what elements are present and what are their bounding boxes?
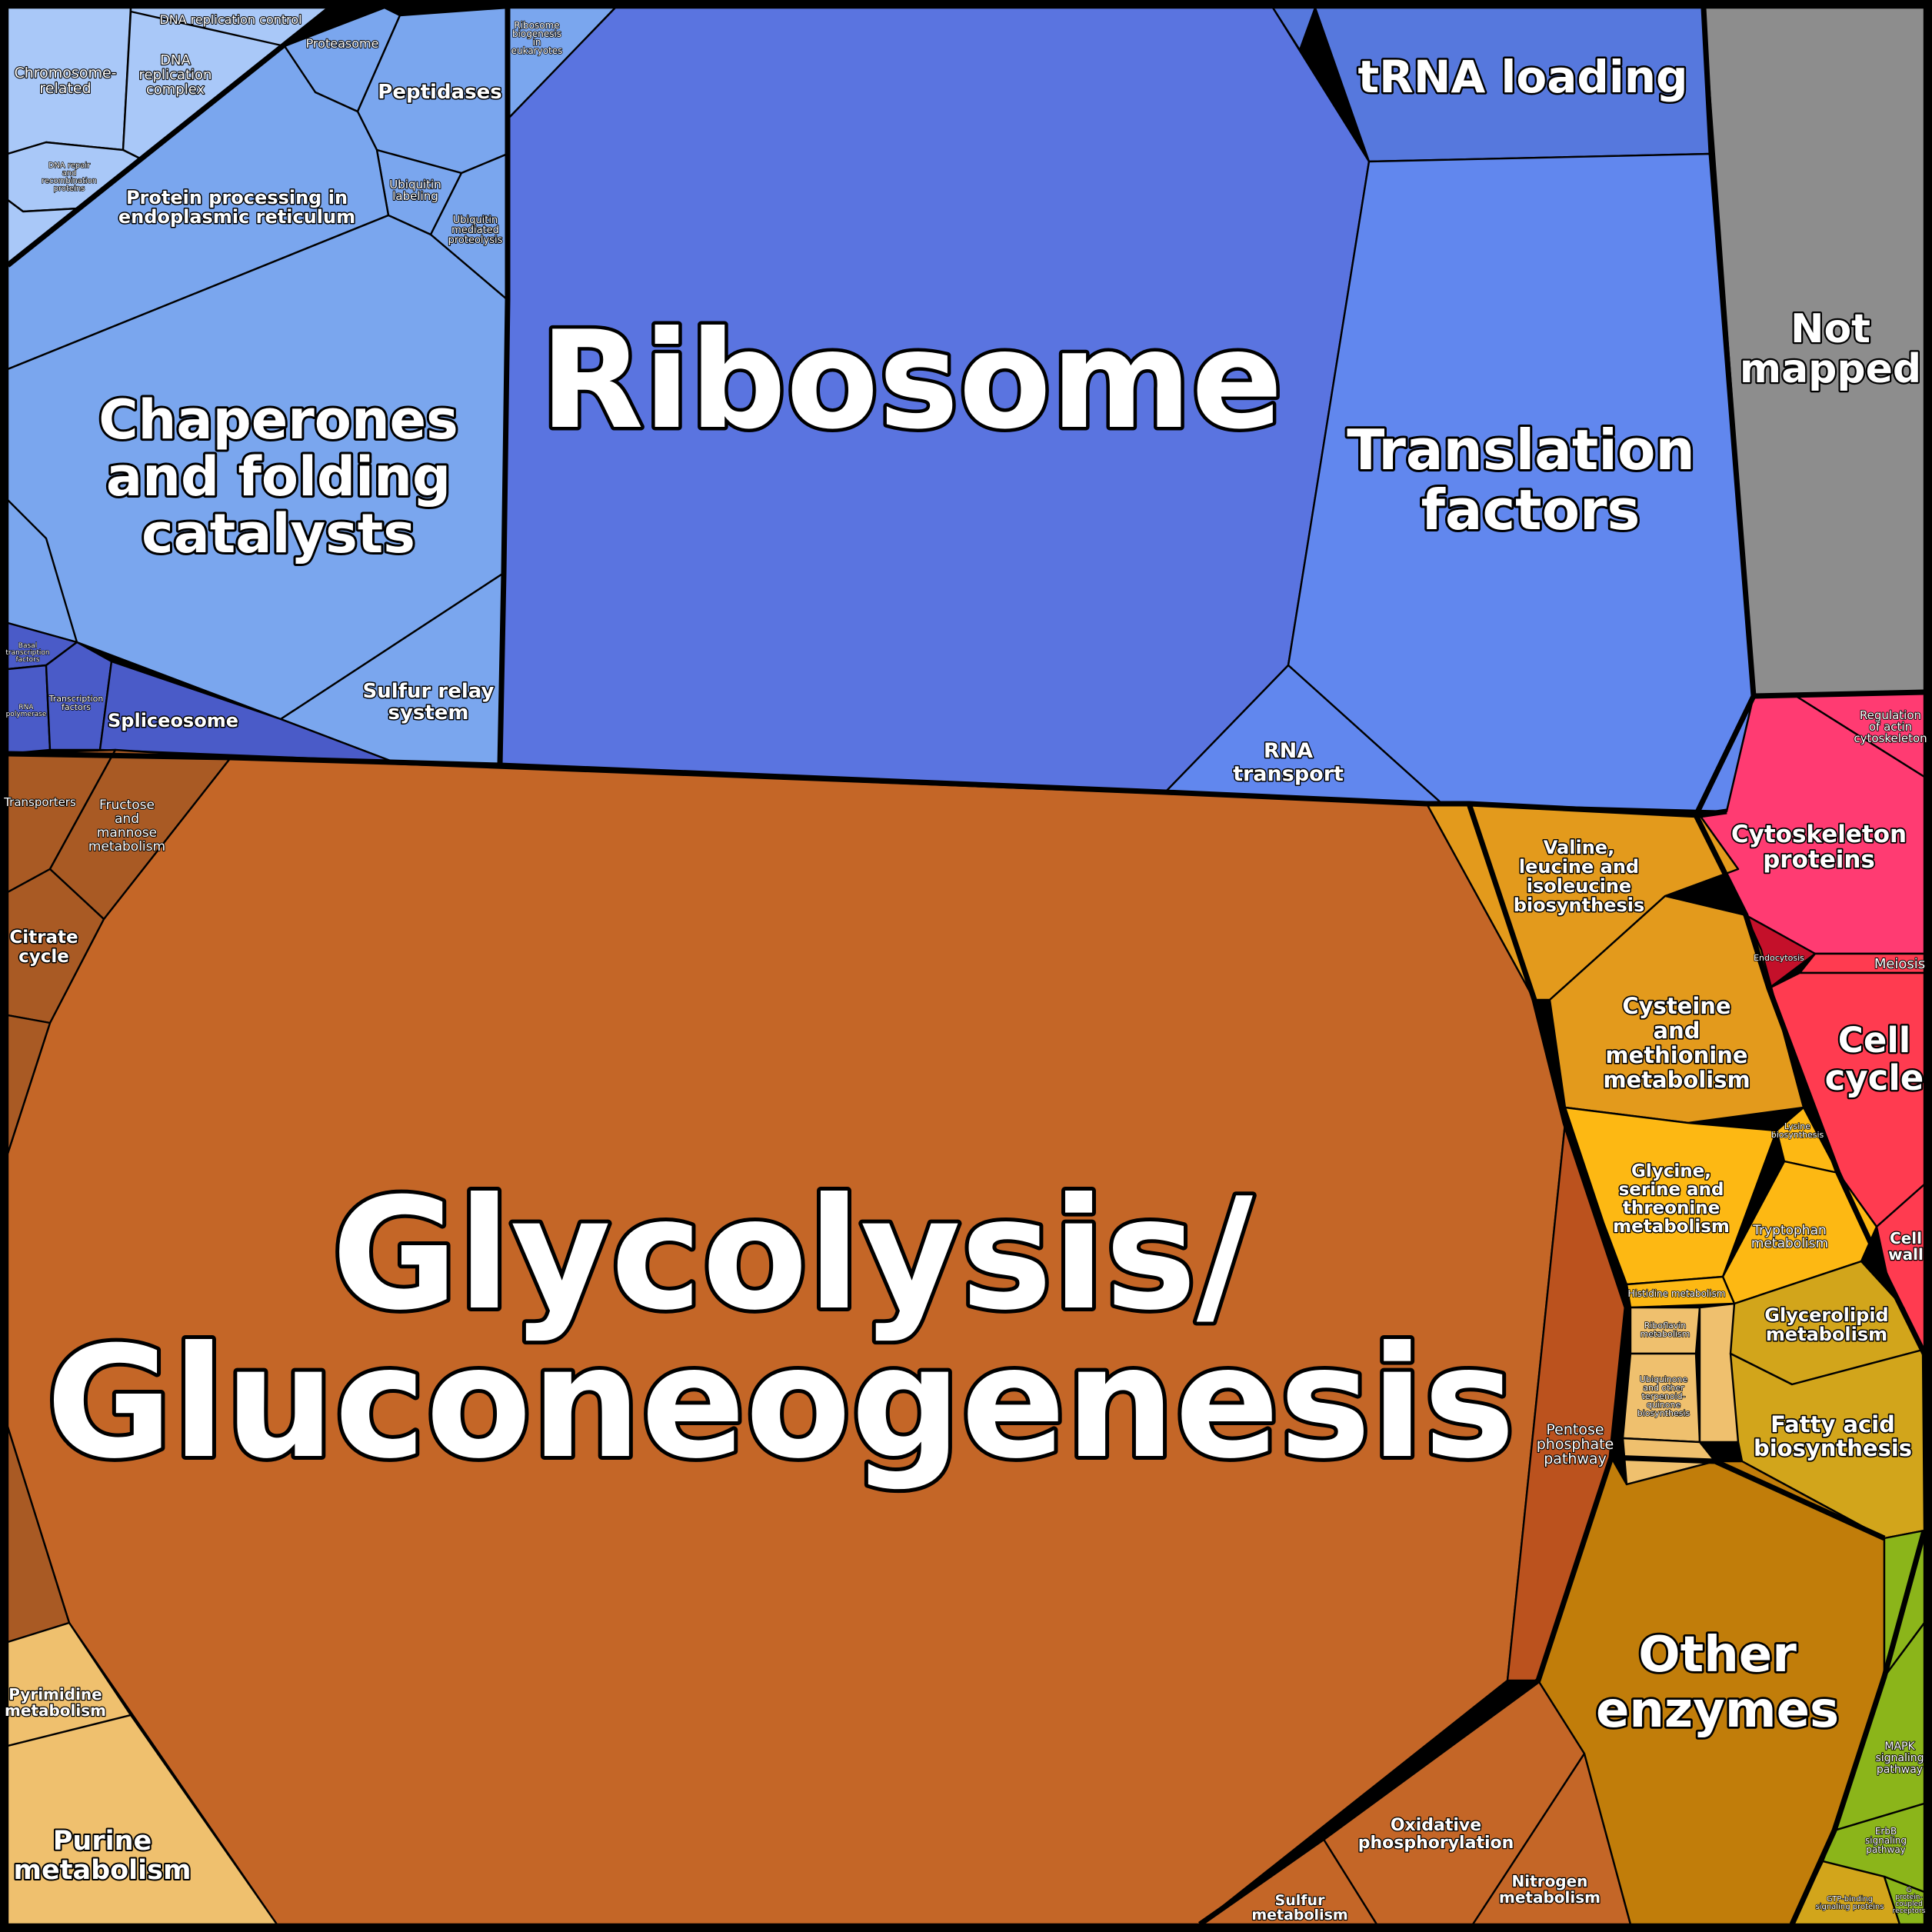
border-orange-inner [1198,802,1630,1927]
label-peptidases: Peptidases [378,81,501,104]
label-translation-factors-line1: Translation [1347,418,1695,482]
label-translation-factors-line2: factors [1421,478,1641,542]
label-glycolysis: Glycolysis/Gluconeogenesis [46,1165,1515,1493]
border-pink [1693,695,1927,1355]
label-trna-loading: tRNA loading [1357,51,1687,103]
border-gray [1700,7,1925,699]
label-transporters: Transporters [3,795,76,809]
label-chromosome-related: Chromosome-related [14,65,116,97]
label-ribosome: Ribosome [540,303,1283,459]
label-translation-factors: Translation factors [1347,418,1714,542]
label-meiosis: Meiosis [1874,956,1925,972]
label-spliceosome: Spliceosome [108,710,238,731]
label-dna-replication-control: DNA replication control [159,12,301,27]
border-diag [5,5,333,268]
border-blue-left-divider [497,8,511,766]
label-proteasome: Proteasome [306,36,379,51]
label-endocytosis: Endocytosis [1754,953,1804,963]
label-histidine: Histidine metabolism [1627,1288,1725,1299]
border-green [1789,1530,1927,1926]
border-other-enzymes [1611,1454,1886,1541]
border-blue-metabolism [7,751,1727,818]
